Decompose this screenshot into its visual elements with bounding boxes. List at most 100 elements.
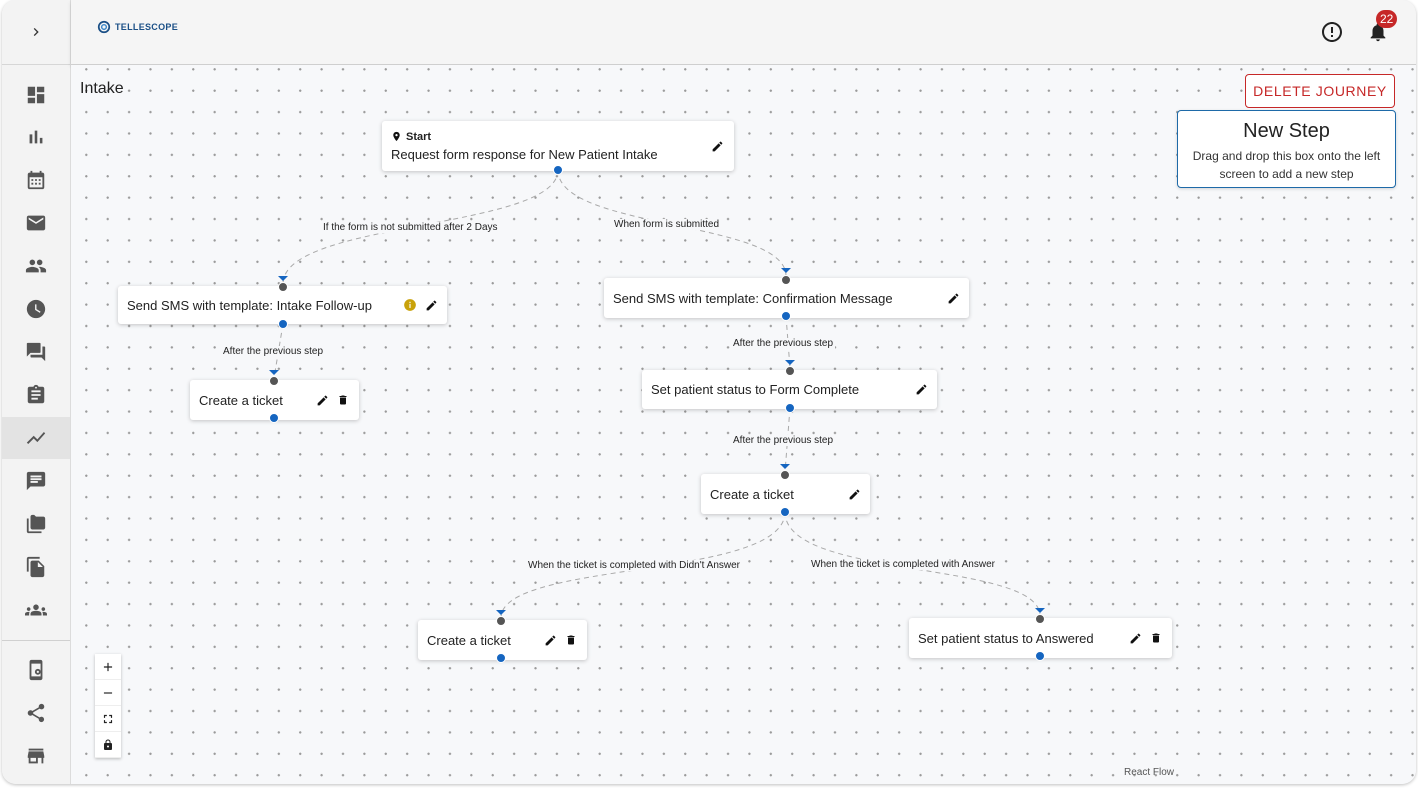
alert-circle-icon (1322, 22, 1342, 42)
trash-icon (339, 395, 347, 405)
sidebar-item-mail[interactable] (2, 202, 70, 244)
dashboard-icon (27, 86, 45, 104)
sidebar-item-chat[interactable] (2, 460, 70, 502)
node-label: Create a ticket (199, 392, 283, 408)
edit-button[interactable] (847, 487, 861, 501)
sidebar-item-journeys[interactable] (2, 417, 70, 459)
expand-sidebar-button[interactable] (2, 0, 70, 65)
files-icon (26, 556, 45, 578)
sidebar-item-folders[interactable] (2, 503, 70, 545)
start-label: Start (406, 130, 432, 143)
trash-icon (1152, 633, 1160, 643)
plus-icon (103, 662, 113, 671)
node-input-handle[interactable] (785, 366, 795, 376)
edge-label-after-previous-2: After the previous step (731, 338, 836, 349)
edit-button[interactable] (946, 291, 960, 305)
new-step-description: Drag and drop this box onto the left scr… (1192, 149, 1381, 181)
pencil-icon (426, 300, 436, 310)
edit-button[interactable] (315, 393, 329, 407)
node-input-handle[interactable] (781, 275, 791, 285)
notifications-button[interactable] (1364, 18, 1392, 46)
info-icon (404, 299, 416, 311)
node-input-handle[interactable] (278, 282, 288, 292)
sidebar-item-app-settings[interactable] (2, 649, 70, 691)
node-output-handle[interactable] (278, 319, 288, 329)
node-input-handle[interactable] (780, 470, 790, 480)
minus-icon (103, 691, 113, 694)
zoom-out-button[interactable] (95, 680, 121, 706)
node-output-handle[interactable] (269, 413, 279, 423)
lock-button[interactable] (95, 732, 121, 758)
edit-button[interactable] (543, 633, 557, 647)
chevron-right-icon (33, 28, 39, 36)
node-output-handle[interactable] (496, 653, 506, 663)
sidebar-item-calendar[interactable] (2, 159, 70, 201)
app-settings-icon (29, 659, 43, 681)
sidebar-item-clipboard[interactable] (2, 374, 70, 416)
node-label: Send SMS with template: Intake Follow-up (127, 297, 372, 313)
sidebar (2, 0, 71, 784)
flow-controls (95, 654, 121, 758)
node-output-handle[interactable] (553, 165, 563, 175)
flow-node-status-form-complete[interactable]: Set patient status to Form Complete (642, 370, 937, 409)
edge-label-answer: When the ticket is completed with Answer (809, 559, 997, 570)
node-label: Send SMS with template: Confirmation Mes… (613, 290, 893, 306)
forum-icon (26, 342, 46, 362)
sidebar-item-groups[interactable] (2, 589, 70, 631)
node-output-handle[interactable] (1035, 651, 1045, 661)
sidebar-item-dashboard[interactable] (2, 74, 70, 116)
lock-icon (104, 739, 112, 750)
page-title: Intake (80, 80, 124, 97)
clipboard-icon (27, 384, 45, 404)
node-output-handle[interactable] (780, 507, 790, 517)
pencil-icon (948, 293, 958, 303)
node-label: Create a ticket (427, 632, 511, 648)
node-label: Set patient status to Answered (918, 630, 1094, 646)
sidebar-item-clock[interactable] (2, 288, 70, 330)
sidebar-item-store[interactable] (2, 735, 70, 777)
edit-button[interactable] (424, 298, 438, 312)
edge-label-after-previous-3: After the previous step (731, 435, 836, 446)
pencil-icon (712, 141, 722, 151)
edit-button[interactable] (914, 383, 928, 397)
sidebar-item-people[interactable] (2, 245, 70, 287)
edge-label-not-submitted: If the form is not submitted after 2 Day… (321, 222, 500, 233)
calendar-icon (27, 170, 45, 190)
analytics-icon (29, 130, 43, 144)
node-output-handle[interactable] (785, 403, 795, 413)
fullscreen-icon (103, 714, 113, 723)
node-output-handle[interactable] (781, 311, 791, 321)
edit-button[interactable] (710, 139, 724, 153)
node-input-handle[interactable] (1035, 614, 1045, 624)
trash-icon (567, 635, 575, 645)
sidebar-item-files[interactable] (2, 546, 70, 588)
sidebar-item-share[interactable] (2, 692, 70, 734)
node-input-handle[interactable] (496, 616, 506, 626)
sidebar-item-analytics[interactable] (2, 116, 70, 158)
flow-node-sms-followup[interactable]: Send SMS with template: Intake Follow-up (118, 286, 447, 324)
zoom-in-button[interactable] (95, 654, 121, 680)
delete-journey-button[interactable]: DELETE JOURNEY (1245, 74, 1395, 108)
chat-icon (26, 471, 46, 491)
node-label: Set patient status to Form Complete (651, 382, 860, 397)
share-icon (27, 703, 45, 723)
logo-icon (97, 20, 111, 34)
pencil-icon (317, 395, 327, 405)
groups-icon (25, 604, 47, 616)
node-input-handle[interactable] (269, 376, 279, 386)
edit-button[interactable] (1128, 631, 1142, 645)
fit-view-button[interactable] (95, 706, 121, 732)
react-flow-attribution[interactable]: React Flow (1124, 767, 1175, 778)
sidebar-divider (2, 640, 70, 641)
top-bar: TELLESCOPE 22 (71, 0, 1416, 65)
app-logo[interactable]: TELLESCOPE (97, 20, 178, 34)
flow-node-start[interactable]: Start Request form response for New Pati… (382, 121, 734, 171)
sidebar-item-forum[interactable] (2, 331, 70, 373)
info-button[interactable] (403, 298, 417, 312)
alert-button[interactable] (1318, 18, 1346, 46)
delete-button[interactable] (564, 633, 578, 647)
mail-icon (26, 215, 46, 231)
delete-button[interactable] (1149, 631, 1163, 645)
new-step-draggable[interactable]: New Step Drag and drop this box onto the… (1177, 110, 1396, 188)
delete-button[interactable] (336, 393, 350, 407)
